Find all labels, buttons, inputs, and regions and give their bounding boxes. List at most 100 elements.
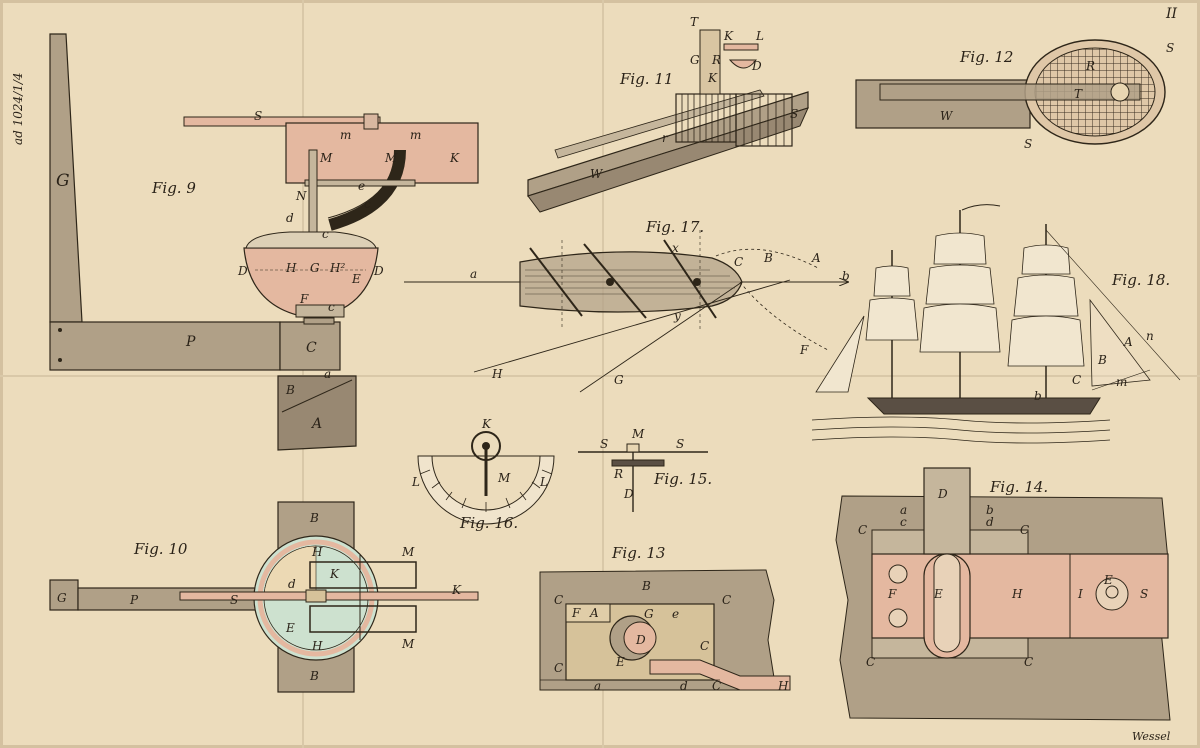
hull-lines — [525, 269, 735, 295]
wheel-d — [623, 621, 657, 655]
figure-12 — [855, 39, 1166, 145]
water — [811, 416, 1111, 444]
fig-10-title: Fig. 10 — [133, 540, 188, 558]
label-d: D — [623, 487, 634, 501]
label-a: A — [811, 251, 821, 265]
label-c: c — [900, 515, 907, 529]
fig-12-title: Fig. 12 — [959, 48, 1013, 66]
label-b: b — [986, 503, 994, 517]
block-c — [279, 321, 341, 371]
rod-s — [179, 591, 479, 601]
label-h: H — [311, 639, 323, 653]
label-e: E — [933, 587, 943, 601]
label-y: y — [673, 309, 681, 323]
label-s: S — [676, 437, 684, 451]
label-m: M — [631, 427, 645, 441]
label-c: C — [1020, 523, 1029, 537]
label-r: R — [1085, 59, 1095, 73]
figure-16 — [417, 431, 555, 525]
fig-17-title: Fig. 17. — [645, 218, 704, 236]
label-f: F — [799, 343, 809, 357]
label-c: c — [364, 197, 371, 211]
cup — [728, 59, 758, 69]
label-e: E — [285, 621, 295, 635]
hub — [305, 589, 327, 603]
label-h: H — [1011, 587, 1023, 601]
label-d: D — [635, 633, 646, 647]
engraver-signature: Wessel — [1132, 730, 1171, 743]
label-m: M — [401, 545, 415, 559]
label-t: T — [1074, 87, 1083, 101]
label-f: F — [299, 292, 309, 306]
label-h: H — [285, 261, 297, 275]
sail-2 — [583, 243, 647, 319]
label-h: H — [311, 545, 323, 559]
label-w: W — [940, 109, 954, 123]
label-s: S — [254, 109, 262, 123]
figure-10 — [49, 501, 479, 693]
plate-k — [285, 122, 479, 184]
label-s: S — [1024, 137, 1032, 151]
label-a: a — [324, 367, 331, 381]
label-s: S — [1166, 41, 1174, 55]
label-e: E — [615, 655, 625, 669]
fig-14-title: Fig. 14. — [989, 478, 1048, 496]
fig-15-title: Fig. 15. — [653, 470, 712, 488]
label-c: C — [554, 593, 563, 607]
label-n: N — [295, 189, 307, 203]
label-g: G — [57, 591, 67, 605]
fig-16-title: Fig. 16. — [459, 514, 518, 532]
hull — [519, 251, 743, 313]
label-l: L — [755, 29, 764, 43]
label-s: S — [790, 107, 798, 121]
cage-right — [735, 93, 793, 147]
label-k: K — [723, 29, 734, 43]
label-d: d — [286, 211, 294, 225]
label-m: m — [410, 128, 421, 142]
scale-ticks — [419, 469, 553, 512]
label-k: K — [481, 417, 492, 431]
label-f: F — [887, 587, 897, 601]
figure-17 — [404, 230, 848, 393]
label-r: r — [662, 131, 669, 145]
block-f — [565, 603, 611, 623]
label-c: C — [306, 340, 317, 356]
figure-18 — [811, 204, 1181, 444]
label-b: b — [1034, 389, 1042, 403]
label-k: K — [451, 583, 462, 597]
bowl-lid — [245, 231, 377, 249]
figure-14 — [835, 467, 1171, 721]
cross-bar-l — [723, 43, 759, 51]
ship-hull — [866, 397, 1101, 415]
beam-p — [49, 321, 281, 371]
label-m: M — [497, 471, 511, 485]
label-e: e — [672, 607, 679, 621]
label-b: B — [1097, 353, 1107, 367]
arc-arm — [328, 149, 406, 231]
label-l: L — [539, 475, 548, 489]
label-d: d — [680, 679, 688, 693]
label-p: P — [129, 593, 139, 607]
screw — [888, 564, 908, 584]
label-s: S — [230, 593, 238, 607]
line-h — [473, 279, 791, 373]
stay — [1045, 229, 1181, 381]
label-b: B — [763, 251, 773, 265]
label-m: m — [1116, 375, 1127, 389]
mast-2 — [693, 278, 701, 286]
label-m: M — [319, 151, 333, 165]
cross-rod — [304, 179, 416, 187]
label-a: A — [1123, 335, 1133, 349]
label-e: E — [1103, 573, 1113, 587]
label-i: I — [1077, 587, 1083, 601]
beam-w-lower — [527, 107, 809, 213]
label-h: H — [777, 679, 789, 693]
label-a: A — [589, 606, 599, 620]
label-a: a — [470, 267, 477, 281]
label-g: G — [56, 171, 70, 191]
label-r: R — [711, 53, 721, 67]
label-c: C — [1024, 655, 1033, 669]
vertical-stem — [308, 149, 318, 236]
arcs — [715, 248, 829, 351]
